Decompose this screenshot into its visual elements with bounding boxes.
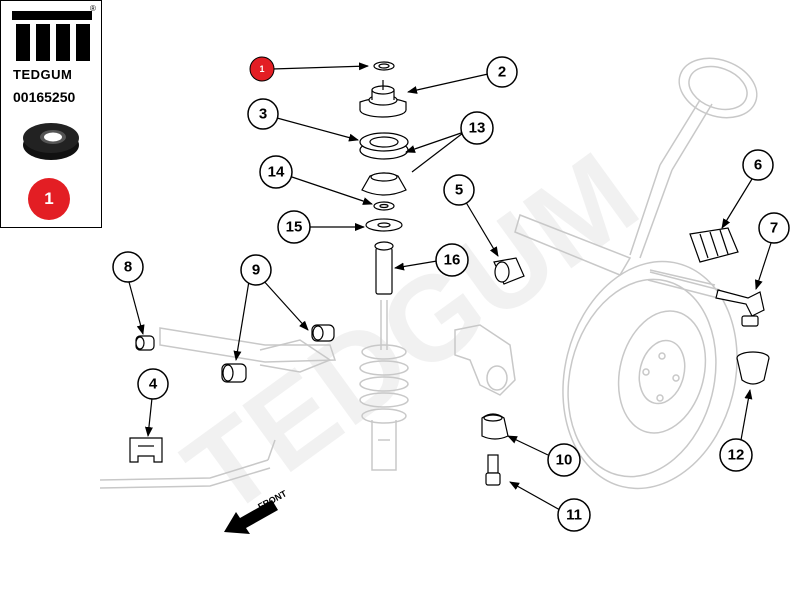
control-arm-outline [99, 327, 337, 489]
svg-text:4: 4 [149, 376, 158, 393]
part-14-washer [373, 201, 395, 211]
callout-14: 14 [259, 155, 293, 189]
callout-6: 6 [742, 149, 774, 181]
tie-rod-outline [649, 269, 716, 286]
part-4-bracket [129, 437, 163, 463]
svg-text:13: 13 [469, 120, 486, 137]
strut-spring-outline [359, 300, 409, 471]
wheel-outline [562, 260, 738, 490]
callout-4: 4 [137, 368, 169, 400]
registered-mark: ® [90, 4, 96, 13]
callout-9: 9 [240, 254, 272, 286]
svg-text:12: 12 [728, 447, 745, 464]
part-6-steering-boot [689, 227, 739, 263]
svg-text:16: 16 [444, 252, 461, 269]
part-11-ball-joint [485, 454, 501, 486]
svg-text:1: 1 [259, 64, 264, 74]
leader-lines [128, 62, 772, 511]
svg-text:6: 6 [754, 157, 762, 174]
part-7-tie-rod-end [715, 289, 765, 327]
svg-text:3: 3 [259, 106, 267, 123]
callout-12: 12 [719, 438, 753, 472]
highlight-number-badge: 1 [28, 178, 70, 220]
callout-16: 16 [435, 243, 469, 277]
part-3-bearing-plate [359, 132, 409, 160]
svg-text:7: 7 [770, 220, 778, 237]
tedgum-logo-icon [12, 11, 92, 61]
part-15-flat-washer [365, 218, 403, 232]
callout-15: 15 [277, 210, 311, 244]
product-image-icon [23, 123, 79, 160]
svg-text:2: 2 [498, 64, 506, 81]
part-10-boot [481, 413, 509, 440]
brand-name: TEDGUM [13, 67, 73, 82]
steering-column-outline [514, 57, 758, 299]
callout-1: 1 [249, 56, 275, 82]
part-number: 00165250 [13, 89, 76, 105]
part-16-bump-stop [374, 241, 394, 295]
part-8-bushing [135, 335, 155, 351]
svg-text:15: 15 [286, 219, 303, 236]
callout-10: 10 [547, 443, 581, 477]
callout-5: 5 [443, 174, 475, 206]
svg-text:8: 8 [124, 259, 132, 276]
svg-text:10: 10 [556, 452, 573, 469]
part-13-spring-seat [361, 172, 407, 196]
knuckle-outline [454, 324, 516, 396]
part-1-washer [373, 61, 395, 71]
part-5-stabilizer-bushing [493, 257, 525, 285]
callout-13: 13 [460, 111, 494, 145]
callout-11: 11 [557, 498, 591, 532]
callout-2: 2 [486, 56, 518, 88]
svg-text:5: 5 [455, 182, 463, 199]
part-9-arm-bushings [221, 324, 335, 383]
callout-7: 7 [758, 212, 790, 244]
watermark: TEDGUM [162, 127, 661, 541]
part-2-top-mount [359, 80, 407, 118]
svg-text:14: 14 [268, 164, 285, 181]
callout-3: 3 [247, 98, 279, 130]
callout-8: 8 [112, 251, 144, 283]
svg-text:9: 9 [252, 262, 260, 279]
svg-text:11: 11 [566, 507, 582, 524]
product-info-panel: ® TEDGUM 00165250 1 [0, 0, 102, 228]
part-12-ball-joint-cap [736, 351, 770, 385]
